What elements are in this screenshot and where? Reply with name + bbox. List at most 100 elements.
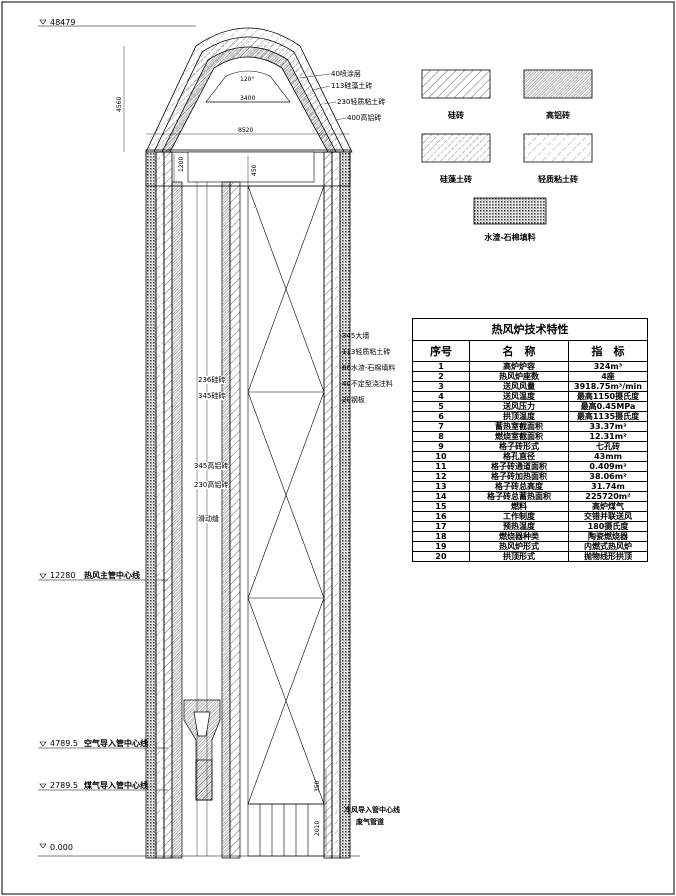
shell-label: 20钢板 xyxy=(342,396,365,404)
inner-label: 345硅砖 xyxy=(198,392,226,400)
table-cell: 格孔直径 xyxy=(469,451,569,462)
legend-swatch-3 xyxy=(421,133,491,163)
table-cell: 7 xyxy=(412,421,470,432)
dome-label: 40喷涂层 xyxy=(331,70,361,78)
table-cell: 3 xyxy=(412,381,470,392)
table-cell: 陶瓷燃烧器 xyxy=(568,531,648,542)
dome-label: 400高铝砖 xyxy=(347,114,382,122)
elev-air: 4789.5 xyxy=(50,739,78,748)
legend-swatch-5 xyxy=(473,197,547,225)
table-cell: 8 xyxy=(412,431,470,442)
table-cell: 2 xyxy=(412,371,470,382)
elev-top: 48479 xyxy=(50,18,76,27)
table-cell: 送风风量 xyxy=(469,381,569,392)
table-cell: 5 xyxy=(412,401,470,412)
col-header: 指 标 xyxy=(568,340,648,362)
table-cell: 1 xyxy=(412,361,470,372)
legend-name: 硅砖 xyxy=(448,111,464,120)
table-cell: 6 xyxy=(412,411,470,422)
table-cell: 33.37m² xyxy=(568,421,648,432)
table-cell: 324m³ xyxy=(568,361,648,372)
elev-hot-blast-label: 热风主管中心线 xyxy=(84,571,140,580)
legend-swatch-2 xyxy=(523,69,593,99)
table-cell: 燃料 xyxy=(469,501,569,512)
table-cell: 12 xyxy=(412,471,470,482)
inner-label: 滑动缝 xyxy=(198,515,219,523)
bottom-label: 冷风导入管中心线 xyxy=(344,806,400,814)
table-cell: 38.06m² xyxy=(568,471,648,482)
dim-angle: 120° xyxy=(240,76,255,83)
table-cell: 13 xyxy=(412,481,470,492)
table-cell: 18 xyxy=(412,531,470,542)
table-cell: 高炉煤气 xyxy=(568,501,648,512)
elev-ground: 0.000 xyxy=(50,843,73,852)
table-cell: 格子砖总高度 xyxy=(469,481,569,492)
table-cell: 格子砖形式 xyxy=(469,441,569,452)
table-cell: 9 xyxy=(412,441,470,452)
table-cell: 蓄热室截面积 xyxy=(469,421,569,432)
table-cell: 4 xyxy=(412,391,470,402)
table-cell: 预热温度 xyxy=(469,521,569,532)
table-cell: 180摄氏度 xyxy=(568,521,648,532)
table-cell: 225720m² xyxy=(568,491,648,502)
table-cell: 交错并联送风 xyxy=(568,511,648,522)
dim-d4: 2010 xyxy=(314,820,321,836)
elev-gas-label: 煤气导入管中心线 xyxy=(84,781,148,790)
elev-hot-blast: 12280 xyxy=(50,571,76,580)
shell-label: 113轻质粘土砖 xyxy=(342,348,391,356)
table-cell: 内燃式热风炉 xyxy=(568,541,648,552)
table-cell: 格子砖总蓄热面积 xyxy=(469,491,569,502)
table-cell: 送风压力 xyxy=(469,401,569,412)
dim-width: 8520 xyxy=(238,127,254,134)
legend-swatches xyxy=(421,69,593,225)
dim-chord: 3400 xyxy=(240,95,256,102)
table-cell: 七孔砖 xyxy=(568,441,648,452)
dome-label: 230轻质粘土砖 xyxy=(337,98,386,106)
table-cell: 抛物线形拱顶 xyxy=(568,551,648,562)
legend-name: 高铝砖 xyxy=(546,111,570,120)
table-cell: 格子砖加热面积 xyxy=(469,471,569,482)
table-cell: 19 xyxy=(412,541,470,552)
legend-swatch-4 xyxy=(523,133,593,163)
shell-label: 345大墙 xyxy=(342,332,370,340)
legend-name: 轻质粘土砖 xyxy=(538,175,578,184)
table-cell: 燃烧室截面积 xyxy=(469,431,569,442)
table-cell: 拱顶形式 xyxy=(469,551,569,562)
table-cell: 0.409m² xyxy=(568,461,648,472)
table-cell: 17 xyxy=(412,521,470,532)
table-cell: 热风炉座数 xyxy=(469,371,569,382)
table-cell: 4座 xyxy=(568,371,648,382)
table-cell: 14 xyxy=(412,491,470,502)
table-cell: 12.31m² xyxy=(568,431,648,442)
inner-label: 345高铝砖 xyxy=(194,462,229,470)
table-cell: 31.74m xyxy=(568,481,648,492)
inner-label: 230高铝砖 xyxy=(194,481,229,489)
table-cell: 格子砖通道面积 xyxy=(469,461,569,472)
table-cell: 高炉炉容 xyxy=(469,361,569,372)
table-cell: 工作制度 xyxy=(469,511,569,522)
elev-air-label: 空气导入管中心线 xyxy=(84,739,148,748)
table-cell: 最高1150摄氏度 xyxy=(568,391,648,402)
table-cell: 最高1135摄氏度 xyxy=(568,411,648,422)
table-cell: 拱顶温度 xyxy=(469,411,569,422)
